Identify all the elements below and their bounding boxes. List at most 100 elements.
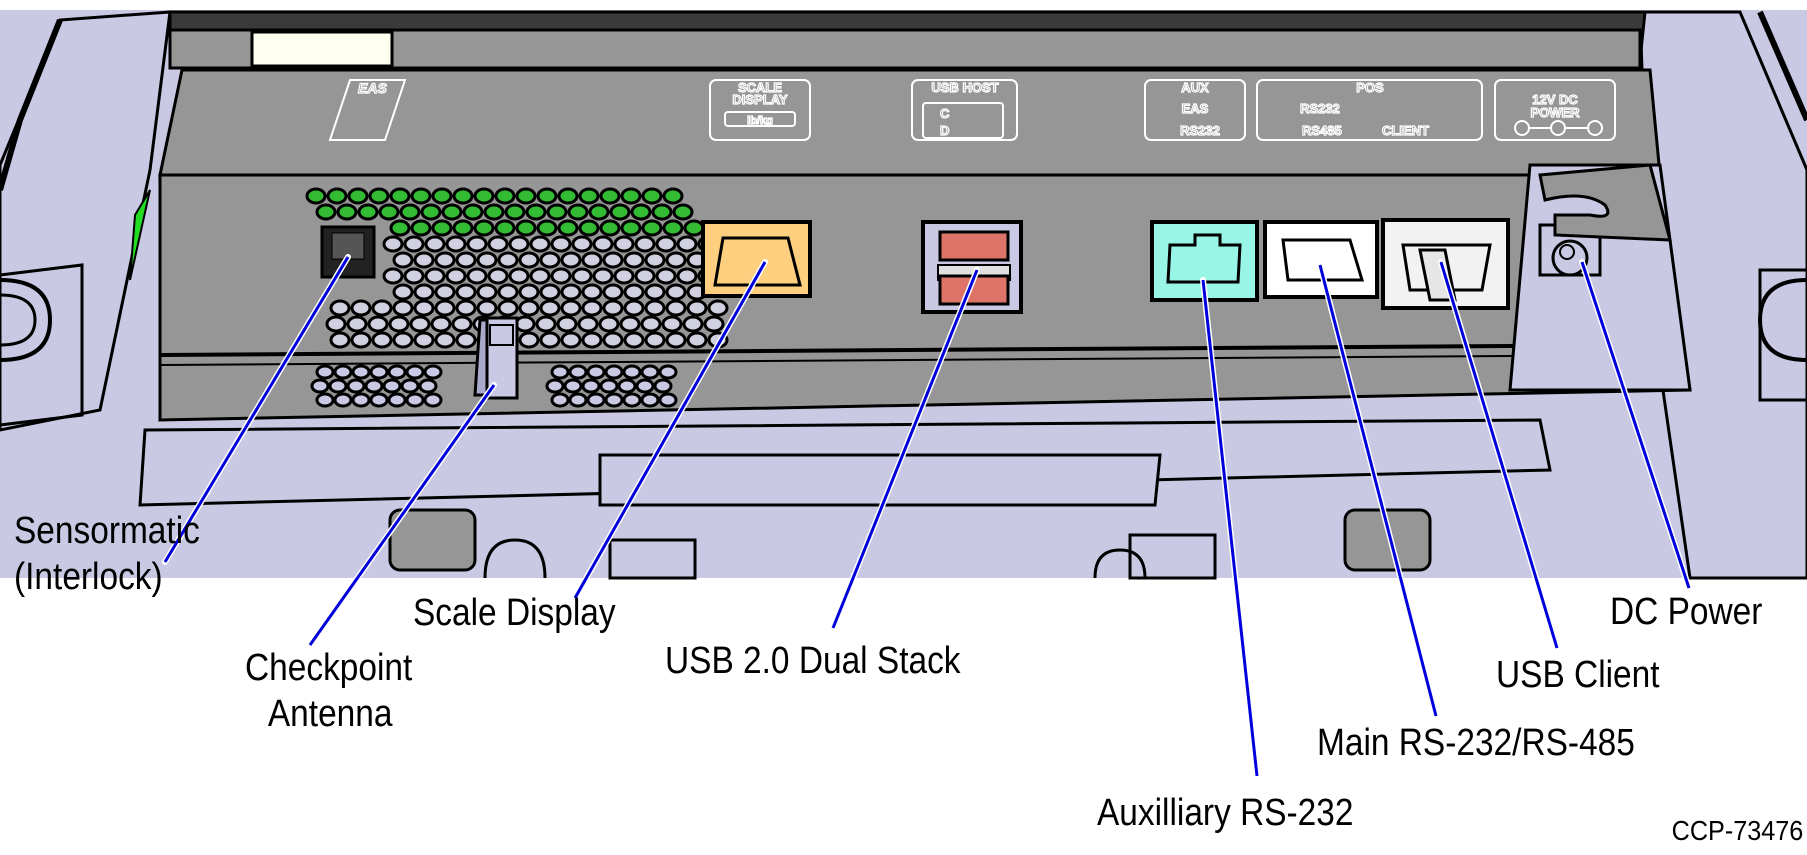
- vent-hole: [392, 283, 414, 301]
- vent-hole: [545, 378, 565, 394]
- vent-hole: [310, 378, 330, 394]
- usb-dual-stack-port: [921, 220, 1023, 314]
- callout-lines: [162, 254, 1692, 779]
- vent-hole: [644, 331, 666, 349]
- vent-hole: [665, 299, 687, 317]
- vent-hole: [508, 267, 530, 285]
- vent-hole: [563, 378, 583, 394]
- vent-hole: [539, 299, 561, 317]
- vent-hole: [403, 267, 425, 285]
- main-rs232-rs485-port: [1263, 220, 1379, 299]
- vent-hole: [609, 203, 631, 221]
- vent-hole: [473, 187, 495, 205]
- vent-hole: [619, 315, 641, 333]
- vent-hole: [539, 283, 561, 301]
- scale-label-frame: [709, 79, 811, 141]
- vent-hole: [405, 392, 425, 408]
- vent-hole: [620, 187, 642, 205]
- vent-hole: [368, 187, 390, 205]
- vent-hole: [329, 331, 351, 349]
- vent-hole: [326, 187, 348, 205]
- vent-hole: [413, 283, 435, 301]
- svg-text:POWER: POWER: [1530, 105, 1580, 120]
- vent-hole: [683, 219, 705, 237]
- vent-hole: [504, 203, 526, 221]
- vent-hole: [560, 283, 582, 301]
- vent-hole: [518, 299, 540, 317]
- vent-hole: [518, 331, 540, 349]
- vent-hole: [686, 331, 708, 349]
- vent-hole: [665, 331, 687, 349]
- vent-hole: [434, 283, 456, 301]
- ports: [320, 163, 1692, 400]
- vent-hole: [539, 251, 561, 269]
- serial-sticker: [250, 30, 394, 68]
- svg-text:EAS: EAS: [1182, 101, 1209, 116]
- vent-hole: [623, 251, 645, 269]
- vent-hole: [387, 364, 407, 380]
- vent-hole: [455, 283, 477, 301]
- vent-hole: [382, 235, 404, 253]
- vent-hole: [413, 299, 435, 317]
- vent-hole: [661, 315, 683, 333]
- callout-line-checkpoint: [308, 384, 496, 646]
- vent-hole: [550, 267, 572, 285]
- vent-hole: [364, 378, 384, 394]
- svg-text:12V DC: 12V DC: [1532, 92, 1578, 107]
- vent-hole: [560, 251, 582, 269]
- vent-hole: [622, 392, 642, 408]
- vent-hole: [617, 378, 637, 394]
- vent-hole: [641, 187, 663, 205]
- vent-hole: [676, 235, 698, 253]
- svg-text:USB HOST: USB HOST: [931, 80, 998, 95]
- pos-label-frame: [1256, 79, 1483, 141]
- vent-hole: [315, 364, 335, 380]
- vent-hole: [602, 251, 624, 269]
- callout-line-scale-display: [573, 261, 767, 599]
- vent-hole: [350, 331, 372, 349]
- label-sensormatic: Sensormatic(Interlock): [14, 510, 200, 598]
- vent-hole: [550, 392, 570, 408]
- vent-hole: [476, 251, 498, 269]
- vent-hole: [536, 187, 558, 205]
- vent-hole: [546, 203, 568, 221]
- vent-hole: [445, 267, 467, 285]
- vent-hole: [622, 364, 642, 380]
- vent-hole: [557, 219, 579, 237]
- vent-hole: [630, 203, 652, 221]
- vent-hole: [403, 235, 425, 253]
- document-id: CCP-73476: [1671, 815, 1803, 846]
- vent-hole: [441, 203, 463, 221]
- vent-hole: [367, 315, 389, 333]
- vent-hole: [508, 235, 530, 253]
- vent-hole: [640, 364, 660, 380]
- vent-hole: [351, 392, 371, 408]
- vent-hole: [466, 267, 488, 285]
- vent-hole: [451, 315, 473, 333]
- vent-hole: [392, 251, 414, 269]
- vent-hole: [430, 315, 452, 333]
- vent-hole: [592, 235, 614, 253]
- vent-hole: [515, 187, 537, 205]
- usb-host-label-frame: [911, 79, 1018, 141]
- vent-hole: [420, 203, 442, 221]
- vent-hole: [682, 315, 704, 333]
- vent-hole: [476, 299, 498, 317]
- vent-hole: [599, 219, 621, 237]
- vent-hole: [369, 392, 389, 408]
- vent-hole: [550, 235, 572, 253]
- vent-hole: [494, 219, 516, 237]
- svg-text:lb/kg: lb/kg: [747, 115, 773, 127]
- vent-hole: [392, 331, 414, 349]
- vent-hole: [665, 283, 687, 301]
- vent-hole: [409, 315, 431, 333]
- vent-hole: [586, 392, 606, 408]
- power-label-frame: [1494, 79, 1616, 141]
- vent-hole: [655, 235, 677, 253]
- vent-hole: [497, 299, 519, 317]
- vent-hole: [369, 364, 389, 380]
- vent-hole: [623, 299, 645, 317]
- vent-hole: [389, 187, 411, 205]
- svg-text:D: D: [940, 123, 949, 138]
- vent-hole: [581, 299, 603, 317]
